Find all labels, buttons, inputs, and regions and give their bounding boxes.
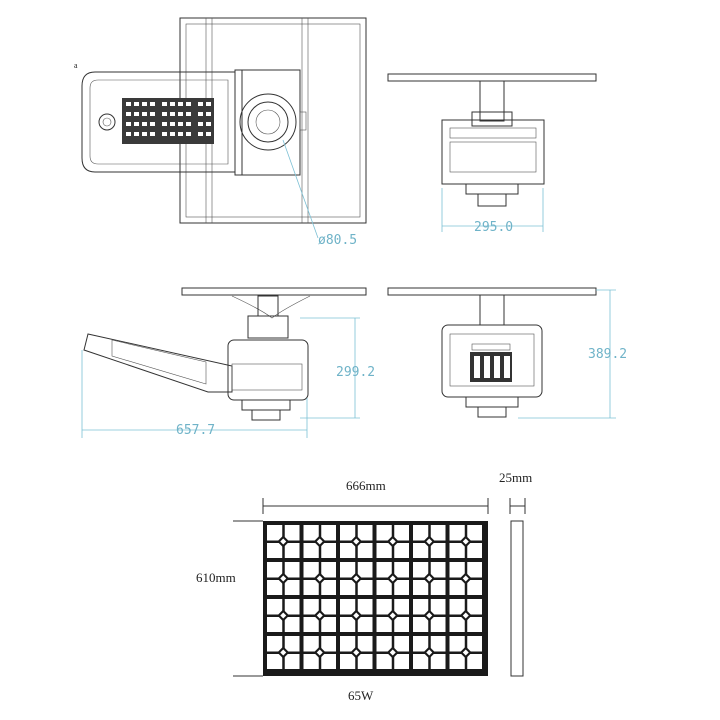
rear-view-height-label: 389.2: [588, 347, 627, 362]
solar-panel-view: 666mm 25mm 610mm 65W: [196, 470, 532, 703]
panel-width-label: 666mm: [346, 478, 386, 493]
front-view-panel: [387, 73, 597, 82]
panel-side-profile: [510, 520, 524, 677]
rear-view: 389.2: [387, 287, 627, 419]
panel-height-label: 610mm: [196, 570, 236, 585]
rear-view-panel: [387, 287, 597, 296]
sensor-icon: [98, 113, 116, 131]
side-view-height-label: 299.2: [336, 365, 375, 380]
side-view-panel: [181, 287, 367, 296]
side-view: 299.2 657.7: [81, 287, 375, 438]
led-module-grid: [122, 98, 214, 144]
side-view-luminaire: [83, 333, 233, 393]
panel-power-label: 65W: [348, 688, 374, 703]
side-view-length-label: 657.7: [176, 423, 215, 438]
luminaire-head: [81, 71, 236, 173]
front-view: 295.0: [387, 73, 597, 235]
front-view-width-label: 295.0: [474, 220, 513, 235]
mount-ring: [239, 93, 297, 151]
panel-thickness-label: 25mm: [499, 470, 532, 485]
top-view-diameter-label: ø80.5: [318, 233, 357, 248]
solar-cell-grid: [267, 525, 482, 669]
top-view: ø80.5 a: [74, 17, 367, 248]
top-view-marker: a: [74, 61, 78, 70]
